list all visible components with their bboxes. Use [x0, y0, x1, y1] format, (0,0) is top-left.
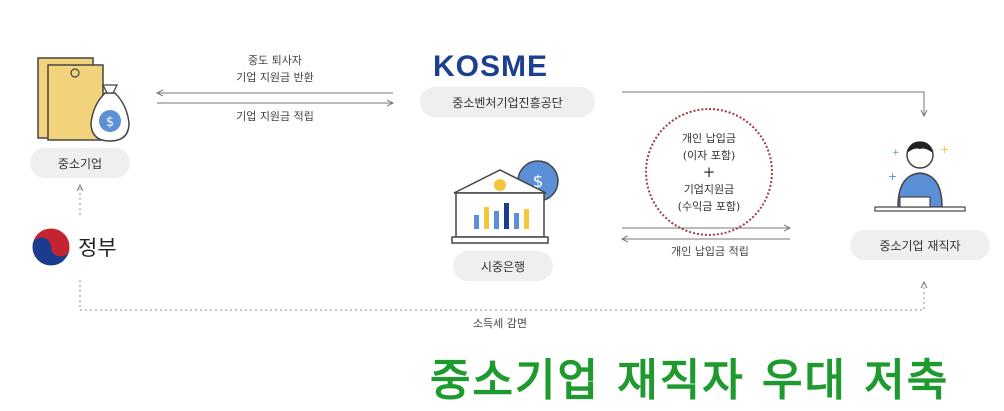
arrow-kosme-worker	[622, 91, 924, 116]
circle-line2: (이자 포함)	[682, 148, 736, 162]
arrow-gov-worker	[79, 280, 924, 311]
node-worker: 중소기업 재직자	[850, 230, 990, 260]
page-title: 중소기업 재직자 우대 저축	[430, 355, 950, 406]
circle-line3: 기업지원금	[683, 182, 735, 196]
svg-text:+: +	[888, 170, 897, 183]
bank-icon: $	[451, 160, 559, 244]
kosme-logo: KOSME	[433, 50, 549, 83]
circle-plus: +	[702, 162, 716, 181]
kosme-label: 중소벤처기업진흥공단	[452, 95, 563, 110]
svg-text:+: +	[892, 148, 900, 158]
government-emblem-icon	[31, 227, 71, 267]
circle-line1: 개인 납입금	[681, 131, 737, 145]
contribution-circle: 개인 납입금 (이자 포함) + 기업지원금 (수익금 포함)	[645, 108, 773, 236]
return-line1: 중도 퇴사자	[247, 54, 303, 67]
worker-label: 중소기업 재직자	[879, 238, 961, 253]
circle-line4: (수익금 포함)	[677, 199, 741, 213]
sme-label: 중소기업	[57, 156, 103, 171]
worker-icon: + + +	[874, 141, 966, 212]
svg-text:$: $	[533, 172, 544, 192]
personal-accumulate-label: 개인 납입금 적립	[671, 245, 749, 258]
bank-label: 시중은행	[480, 259, 526, 274]
accumulate-label: 기업 지원금 적립	[236, 110, 314, 123]
gov-label: 정부	[78, 236, 117, 260]
node-kosme: 중소벤처기업진흥공단	[420, 87, 595, 117]
envelope-money-icon: $	[37, 57, 130, 142]
node-bank: 시중은행	[453, 251, 553, 281]
return-label: 중도 퇴사자 기업 지원금 반환	[215, 52, 335, 86]
tax-label: 소득세 감면	[472, 317, 528, 330]
return-line2: 기업 지원금 반환	[236, 71, 314, 84]
node-sme: 중소기업	[30, 148, 130, 178]
svg-text:+: +	[940, 143, 949, 156]
svg-text:$: $	[106, 115, 114, 130]
